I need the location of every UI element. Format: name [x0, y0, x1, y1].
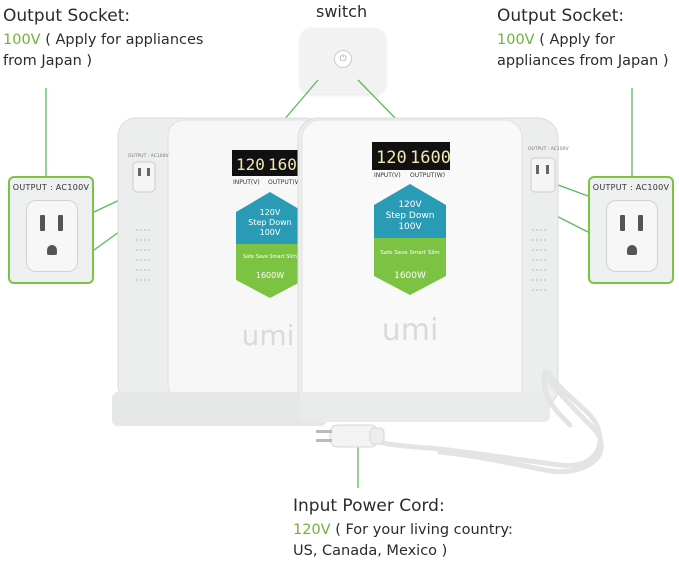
front-side-outlet: [530, 157, 556, 193]
front-display-input-caption: INPUT(V): [374, 172, 401, 179]
switch-closeup: ⏻: [300, 28, 386, 94]
outlet-icon: [606, 200, 658, 272]
output-detail-text-left: ( Apply for appliances from Japan ): [3, 31, 204, 70]
output-socket-closeup-left: OUTPUT : AC100V: [8, 176, 94, 284]
back-display-output: 1600: [268, 155, 307, 174]
converter-front-unit: 120 1600 INPUT(V) OUTPUT(W) 120V Step Do…: [297, 117, 569, 422]
back-side-outlet: [132, 161, 156, 193]
output-socket-closeup-right: OUTPUT : AC100V: [588, 176, 674, 284]
back-unit-base: [112, 392, 327, 426]
front-display-input: 120: [376, 148, 407, 168]
back-badge-tagline: Safe Save Smart Slim: [243, 254, 297, 260]
input-cord-detail-line1: ( For your living country:: [330, 521, 513, 538]
front-badge-tagline: Safe Save Smart Slim: [380, 250, 439, 256]
input-cord-detail-line2: US, Canada, Mexico ): [293, 543, 448, 560]
back-side-label: OUTPUT : AC100V: [128, 153, 169, 159]
front-unit-base: [300, 392, 550, 422]
input-cord-detail: 120V ( For your living country:: [293, 520, 679, 542]
input-power-cord-annotation: Input Power Cord: 120V ( For your living…: [293, 494, 679, 563]
front-badge-wattage: 1600W: [394, 271, 426, 281]
front-badge-line3: 100V: [398, 222, 422, 232]
output-detail-text-right: ( Apply for appliances from Japan ): [497, 31, 669, 70]
front-display-output: 1600: [410, 148, 451, 168]
output-voltage-left: 100V: [3, 31, 41, 48]
front-side-label: OUTPUT : AC100V: [528, 146, 569, 152]
output-socket-detail-right: 100V ( Apply for appliances from Japan ): [497, 30, 679, 74]
back-brand-logo: umi: [242, 319, 295, 352]
input-cord-heading: Input Power Cord:: [293, 496, 445, 516]
back-display-input: 120: [236, 155, 265, 174]
back-badge-line2: Step Down: [248, 218, 291, 227]
leader-line-switch-a: [282, 79, 319, 122]
front-display-output-caption: OUTPUT(W): [410, 172, 445, 179]
back-display-input-caption: INPUT(V): [233, 179, 260, 186]
output-socket-annotation-left: Output Socket: 100V ( Apply for applianc…: [3, 4, 218, 73]
output-panel-label-right: OUTPUT : AC100V: [592, 183, 670, 192]
front-unit-display: [372, 142, 450, 170]
front-brand-logo: umi: [382, 313, 439, 348]
output-panel-label-left: OUTPUT : AC100V: [12, 183, 90, 192]
switch-label: switch: [316, 2, 368, 21]
back-badge-line3: 100V: [260, 228, 281, 237]
output-socket-detail-left: 100V ( Apply for appliances from Japan ): [3, 30, 218, 74]
output-socket-heading-right: Output Socket:: [497, 6, 625, 26]
back-display-output-caption: OUTPUT(W): [268, 179, 303, 186]
input-voltage: 120V: [293, 521, 331, 538]
back-badge-green: [236, 244, 304, 298]
power-cord: [377, 369, 604, 474]
back-badge-wattage: 1600W: [256, 271, 284, 280]
power-plug: [316, 424, 385, 448]
back-unit-display: [232, 150, 306, 176]
back-vent-dots: [136, 229, 150, 281]
converter-back-unit: 120 1600 INPUT(V) OUTPUT(W) 120V Step Do…: [112, 117, 327, 426]
outlet-icon: [26, 200, 78, 272]
back-badge-line1: 120V: [260, 208, 281, 217]
front-badge-green: [374, 238, 446, 295]
front-badge-line2: Step Down: [386, 211, 435, 221]
output-socket-heading-left: Output Socket:: [3, 6, 131, 26]
output-voltage-right: 100V: [497, 31, 535, 48]
output-socket-annotation-right: Output Socket: 100V ( Apply for applianc…: [497, 4, 679, 73]
front-badge-line1: 120V: [398, 200, 422, 210]
leader-line-switch-b: [357, 79, 398, 121]
front-vent-dots: [532, 229, 546, 291]
power-icon: ⏻: [334, 50, 352, 68]
